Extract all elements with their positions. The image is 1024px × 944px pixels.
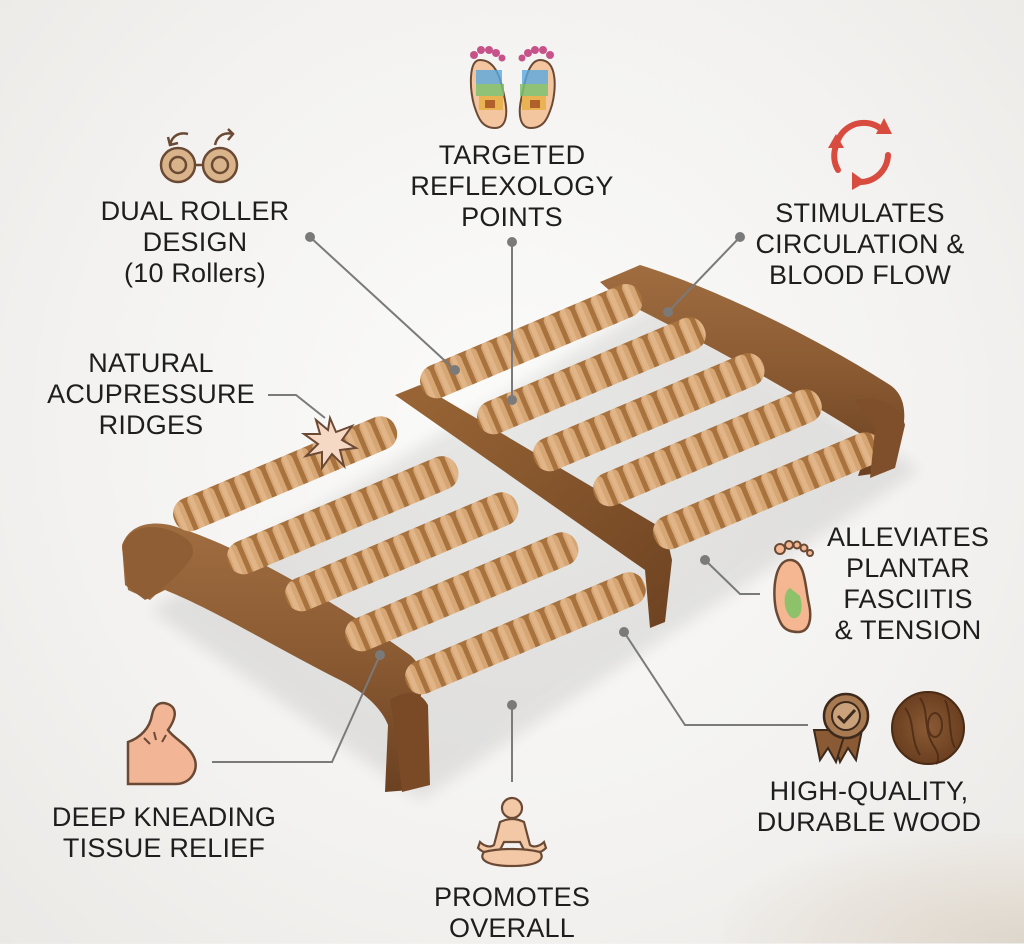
roller	[532, 353, 765, 472]
leader-line-circulation	[667, 236, 741, 313]
leader-dot	[507, 395, 517, 405]
callout-wood: HIGH-QUALITY, DURABLE WOOD	[740, 776, 998, 838]
circular-arrows-icon	[828, 118, 892, 190]
roller-group-left	[172, 416, 646, 695]
roller	[344, 532, 579, 652]
callout-line: POINTS	[461, 202, 563, 232]
fabric-corner	[724, 833, 1024, 943]
callout-acupressure: NATURAL ACUPRESSURE RIDGES	[30, 348, 272, 441]
roller	[284, 492, 519, 612]
frame-end-front	[122, 523, 423, 792]
callout-line: HIGH-QUALITY,	[769, 776, 969, 806]
callout-line: STIMULATES	[775, 198, 945, 228]
roller	[404, 572, 646, 695]
roller	[592, 389, 822, 507]
callout-line: DUAL ROLLER	[100, 196, 290, 226]
callout-line: & TENSION	[834, 615, 982, 645]
wood-grain-icon	[891, 691, 965, 765]
callout-wellness: PROMOTES OVERALL	[400, 882, 624, 944]
frame-foot	[390, 693, 430, 792]
callout-line: ALLEVIATES	[826, 522, 990, 552]
callout-line: PROMOTES	[433, 882, 591, 912]
callout-line: TISSUE RELIEF	[62, 833, 266, 863]
roller-group-right	[419, 283, 882, 550]
roller	[419, 283, 643, 399]
leader-dot	[305, 232, 315, 242]
callout-line: DESIGN	[142, 227, 248, 257]
leader-line-kneading	[212, 654, 381, 763]
foot-roller-massager	[122, 265, 905, 792]
callout-line: RIDGES	[98, 410, 204, 440]
callout-line: DEEP KNEADING	[51, 802, 277, 832]
callout-line: OVERALL	[449, 913, 575, 943]
leader-dot	[619, 627, 629, 637]
leader-line-dual-roller	[309, 236, 456, 371]
callout-plantar: ALLEVIATES PLANTAR FASCIITIS & TENSION	[810, 522, 1006, 646]
starburst-icon	[300, 414, 360, 472]
leader-lines	[212, 236, 808, 782]
frame-end-front-cap	[122, 526, 194, 600]
leader-dot	[700, 555, 710, 565]
callout-line: BLOOD FLOW	[768, 260, 952, 290]
callout-kneading: DEEP KNEADING TISSUE RELIEF	[34, 802, 294, 864]
roller	[476, 317, 706, 435]
frame-center-divider	[395, 385, 672, 628]
dual-roller-arrows-icon	[159, 128, 239, 184]
quality-badge-icon	[812, 692, 870, 765]
callout-line: FASCIITIS	[843, 584, 973, 614]
leader-dot	[735, 232, 745, 242]
leader-dot	[663, 307, 673, 317]
meditation-figure-icon	[476, 796, 548, 868]
foot-sole-icon	[773, 540, 814, 634]
frame-end-back	[600, 265, 905, 476]
leader-dot	[507, 237, 517, 247]
callout-line: TARGETED	[438, 140, 586, 170]
leader-dot	[450, 365, 460, 375]
callout-reflexology: TARGETED REFLEXOLOGY POINTS	[392, 140, 632, 233]
roller	[652, 432, 882, 550]
leader-dot	[375, 650, 385, 660]
callout-line: DURABLE WOOD	[756, 807, 982, 837]
reflexology-feet-icon	[469, 46, 556, 130]
callout-line: CIRCULATION &	[755, 229, 965, 259]
callout-circulation: STIMULATES CIRCULATION & BLOOD FLOW	[740, 198, 980, 291]
leader-dots	[305, 232, 745, 710]
callout-line: NATURAL	[88, 348, 214, 378]
callout-dual-roller: DUAL ROLLER DESIGN (10 Rollers)	[60, 196, 330, 289]
callout-line: ACUPRESSURE	[47, 379, 255, 409]
callout-line: (10 Rollers)	[124, 258, 266, 288]
leader-line-wood	[623, 631, 808, 726]
leader-dot	[507, 700, 517, 710]
flexed-arm-icon	[126, 701, 197, 786]
leader-line-acupressure	[268, 394, 326, 419]
roller	[226, 456, 459, 575]
frame-end-back-cap	[855, 398, 905, 478]
leader-line-plantar	[704, 559, 760, 595]
callout-line: REFLEXOLOGY	[410, 171, 614, 201]
callout-line: PLANTAR	[846, 553, 970, 583]
